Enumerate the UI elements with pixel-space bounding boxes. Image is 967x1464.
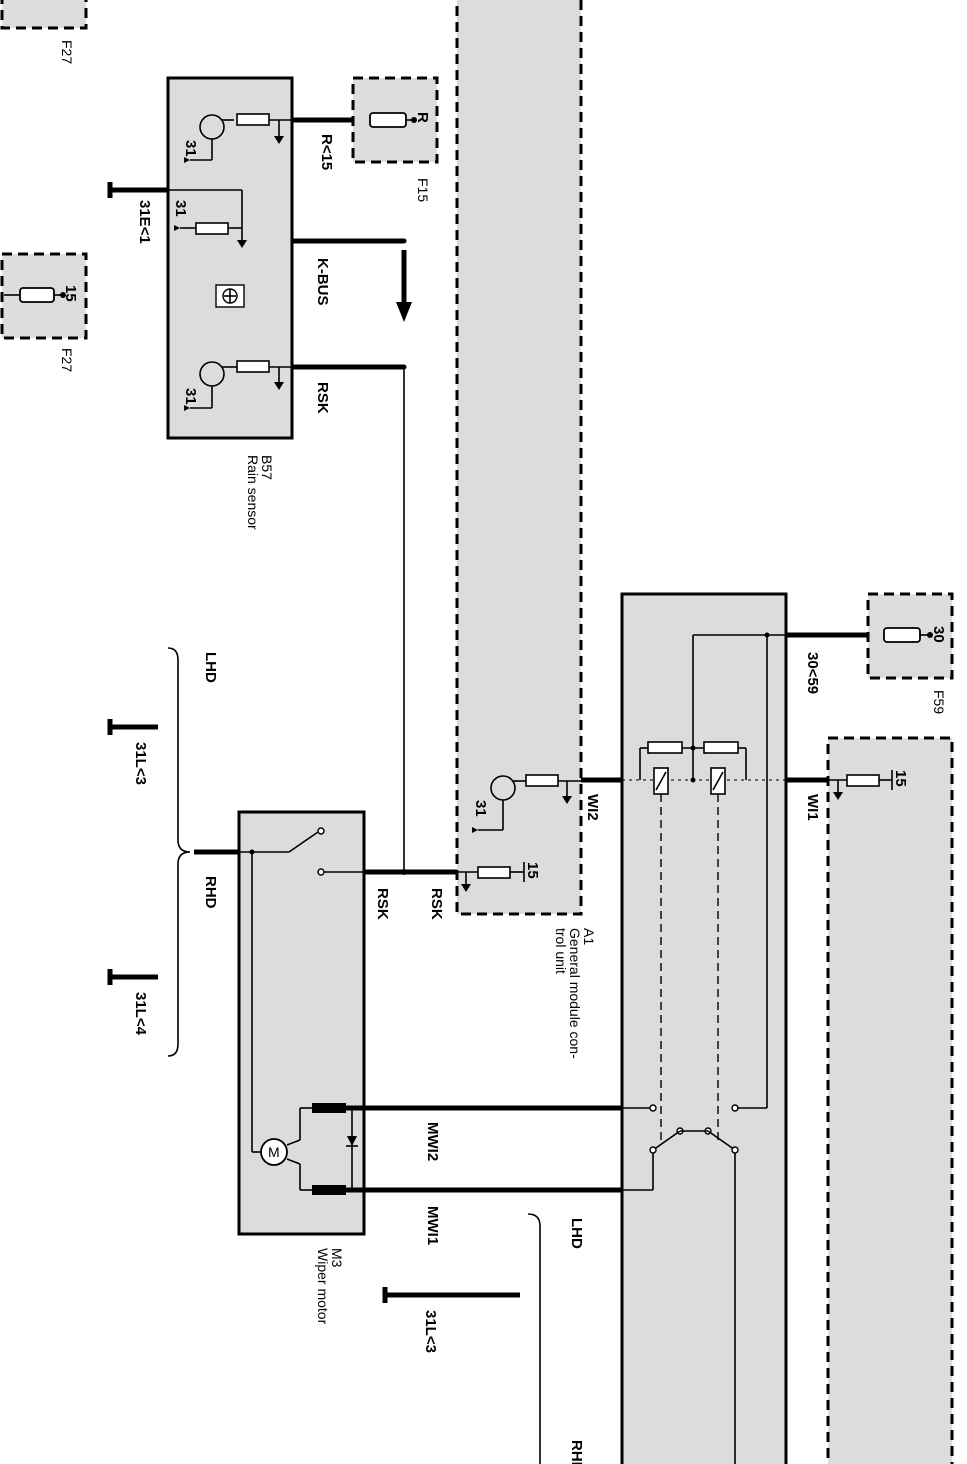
gm-ground-label: 31 — [472, 800, 489, 817]
lhd-label-left: LHD — [202, 652, 219, 683]
rsk-wire: RSK RSK — [364, 869, 457, 920]
wiper-motor-name: Wiper motor — [315, 1248, 331, 1325]
gm-15-label: 15 — [524, 862, 541, 879]
ground-wires-bottom: LHD RHD 31L<3 — [382, 1213, 585, 1464]
rain-sensor-block: 31 31 31 B57 Rain sensor — [166, 76, 294, 530]
motor-symbol-label: M — [268, 1144, 280, 1160]
fuse-f27-label: F27 — [59, 348, 75, 372]
wire-mwi1-label: MWI1 — [424, 1206, 441, 1245]
rs-ground-2-label: 31 — [172, 200, 189, 217]
ground-31e1-label: 31E<1 — [136, 200, 153, 244]
wire-wi1-label: WI1 — [804, 794, 821, 821]
right-module-block: 15 — [826, 736, 954, 1464]
wire-rsk-label-a1: RSK — [428, 888, 445, 920]
wire-r15-label: R<15 — [318, 134, 335, 170]
fuse-f59: 30 F59 — [866, 592, 954, 714]
fuse-f15-label: F15 — [415, 178, 431, 202]
ground-31l3-label-left: 31L<3 — [132, 742, 149, 785]
gm-name-2: trol unit — [553, 928, 569, 974]
wire-kbus-label: K-BUS — [314, 258, 331, 306]
rs-ground-1-label: 31 — [182, 140, 199, 157]
fuse-f59-label: F59 — [931, 690, 947, 714]
rain-sensor-wires: R<15 31E<1 K-BUS RSK — [107, 117, 412, 872]
rain-sensor-name: Rain sensor — [245, 455, 261, 530]
relay-module-block: WI2 — [581, 592, 884, 1464]
fuse-f15-pin-label: R — [414, 112, 431, 123]
fuse-f27-top: F27 — [0, 0, 88, 64]
rain-sensor-id: B57 — [259, 455, 275, 480]
fuse-f27-top-label: F27 — [59, 40, 75, 64]
wire-rsk-label-m3: RSK — [374, 888, 391, 920]
wiper-motor-id: M3 — [329, 1248, 345, 1268]
wire-mwi2-label: MWI2 — [424, 1122, 441, 1161]
fuse-f59-pin-label: 30 — [930, 626, 947, 643]
fuse-f27-pin-label: 15 — [62, 285, 79, 302]
ground-31l4-label: 31L<4 — [132, 992, 149, 1036]
ground-31l3-label-bottom: 31L<3 — [422, 1310, 439, 1353]
rhd-label-bottom: RHD — [568, 1440, 585, 1464]
general-module-block: 31 15 A1 General module con- trol unit — [455, 0, 597, 1059]
wire-rsk-label-top: RSK — [314, 382, 331, 414]
rhd-label-left: RHD — [202, 876, 219, 909]
lhd-label-bottom: LHD — [568, 1218, 585, 1249]
mwi-wires: MWI2 MWI1 — [346, 1105, 622, 1245]
gm-name-1: General module con- — [567, 928, 583, 1059]
rs-ground-3-label: 31 — [182, 388, 199, 405]
fuse-f27: 15 F27 — [0, 252, 88, 372]
ground-wires-left: LHD RHD 31L<3 31L<4 — [107, 647, 239, 1057]
wiper-motor-block: M M3 Wiper motor — [237, 810, 366, 1325]
gm-id: A1 — [581, 928, 597, 945]
wire-wi2-label: WI2 — [584, 794, 601, 821]
wire-3059-label: 30<59 — [804, 652, 821, 694]
fuse-f15: R F15 — [351, 76, 439, 202]
rm-15-label: 15 — [892, 770, 909, 787]
